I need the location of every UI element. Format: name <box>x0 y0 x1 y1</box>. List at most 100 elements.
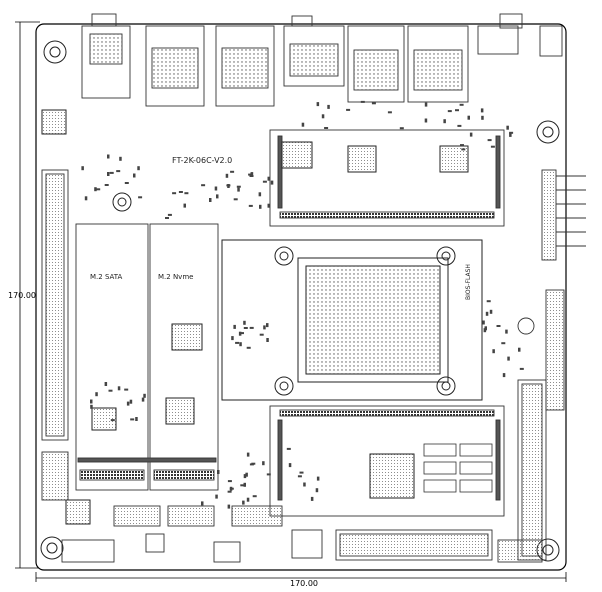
passive-part <box>236 185 241 188</box>
passive-part <box>246 497 250 502</box>
passive-part <box>104 184 109 186</box>
passive-part <box>324 127 329 129</box>
passive-part <box>96 188 101 191</box>
passive-part <box>506 125 509 130</box>
passive-part <box>496 325 501 327</box>
height-dimension: 170.00 <box>8 291 36 300</box>
passive-part <box>250 172 253 177</box>
passive-part <box>489 309 493 314</box>
passive-part <box>126 401 130 406</box>
passive-part <box>315 488 319 493</box>
passive-part <box>248 173 253 176</box>
dimension-lines <box>15 21 567 582</box>
passive-part <box>238 331 242 336</box>
passive-part <box>399 127 404 130</box>
passive-part <box>124 388 129 391</box>
passive-part <box>303 482 306 487</box>
passive-part <box>457 124 462 127</box>
passive-part <box>502 373 506 378</box>
left-header-connector <box>41 169 69 441</box>
passive-part <box>143 393 146 398</box>
passive-part <box>509 131 514 134</box>
passive-part <box>225 173 229 178</box>
passive-part <box>110 419 115 422</box>
passive-part <box>138 196 143 199</box>
passive-part <box>447 110 452 113</box>
passive-part <box>327 104 330 109</box>
passive-part <box>346 108 351 111</box>
passive-part <box>481 115 484 120</box>
passive-part <box>109 171 114 174</box>
passive-part <box>286 447 291 450</box>
passive-part <box>172 192 177 195</box>
passive-part <box>229 487 234 490</box>
passive-part <box>216 194 219 199</box>
passive-part <box>501 342 506 345</box>
passive-part <box>227 504 231 509</box>
passive-part <box>227 490 232 493</box>
passive-part <box>237 187 240 192</box>
passive-part <box>266 338 269 342</box>
passive-part <box>467 115 470 120</box>
passive-part <box>227 480 232 483</box>
passive-part <box>301 122 305 127</box>
passive-part <box>90 399 93 404</box>
passive-part <box>459 103 464 106</box>
passive-part <box>321 114 325 119</box>
passive-part <box>469 132 473 137</box>
bios-flash-label: BIOS-FLASH <box>465 264 472 300</box>
passive-part <box>263 325 266 330</box>
passive-part <box>267 176 270 181</box>
passive-part <box>230 170 235 173</box>
right-connectors <box>517 169 586 561</box>
memory-slots <box>269 129 505 517</box>
passive-part <box>135 417 138 421</box>
passive-part <box>235 341 240 344</box>
passive-part <box>310 496 314 501</box>
passive-part <box>387 111 392 114</box>
passive-part <box>240 484 245 487</box>
top-io-connectors <box>81 13 563 107</box>
passive-part <box>509 132 512 137</box>
passive-part <box>249 326 254 329</box>
passive-part <box>239 342 242 347</box>
cpu-chip-icon <box>221 239 483 401</box>
passive-part <box>486 300 491 303</box>
passive-part <box>270 180 274 185</box>
passive-part <box>214 186 218 191</box>
passive-components <box>81 100 524 509</box>
passive-part <box>141 397 145 402</box>
passive-part <box>129 399 133 404</box>
passive-part <box>178 191 183 193</box>
passive-part <box>117 386 121 391</box>
passive-part <box>248 204 253 207</box>
passive-part <box>252 495 257 498</box>
width-dimension: 170.00 <box>290 579 318 588</box>
passive-part <box>183 203 186 208</box>
passive-part <box>258 192 262 197</box>
passive-part <box>443 119 446 124</box>
passive-part <box>124 182 129 184</box>
passive-part <box>165 217 169 219</box>
passive-part <box>262 461 265 466</box>
m2-slots <box>75 223 219 491</box>
passive-part <box>490 145 495 148</box>
passive-part <box>267 203 270 208</box>
passive-part <box>84 196 88 201</box>
passive-part <box>482 320 485 325</box>
passive-part <box>251 462 256 465</box>
passive-part <box>245 472 248 477</box>
passive-part <box>104 382 108 386</box>
passive-part <box>108 389 113 392</box>
passive-part <box>507 356 510 361</box>
passive-part <box>259 333 264 336</box>
passive-part <box>243 474 247 479</box>
passive-part <box>217 470 220 474</box>
m2-nvme-label: M.2 Nvme <box>158 273 193 281</box>
memory-chips <box>423 443 493 493</box>
passive-part <box>231 336 234 341</box>
passive-part <box>518 347 521 352</box>
passive-part <box>487 139 492 142</box>
passive-part <box>297 475 302 478</box>
